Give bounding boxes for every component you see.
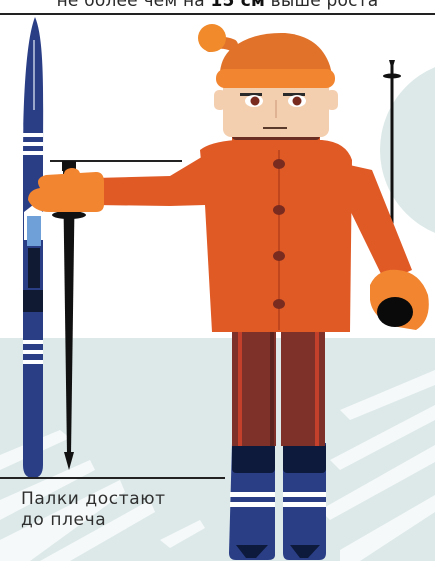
right-boot: [283, 443, 326, 560]
top-caption-value: 15 см: [211, 0, 266, 11]
left-boot: [229, 443, 275, 560]
hat-pompom: [198, 24, 226, 52]
top-caption: не более чем на 15 см выше роста: [0, 0, 435, 11]
ski-icon: [23, 17, 43, 478]
top-caption-text-end: выше роста: [265, 0, 378, 11]
pole-caption-line1: Палки достают: [21, 489, 221, 510]
top-caption-text: не более чем на: [57, 0, 211, 11]
pole-caption: Палки достают до плеча: [21, 489, 221, 531]
pole-caption-line2: до плеча: [21, 510, 221, 531]
